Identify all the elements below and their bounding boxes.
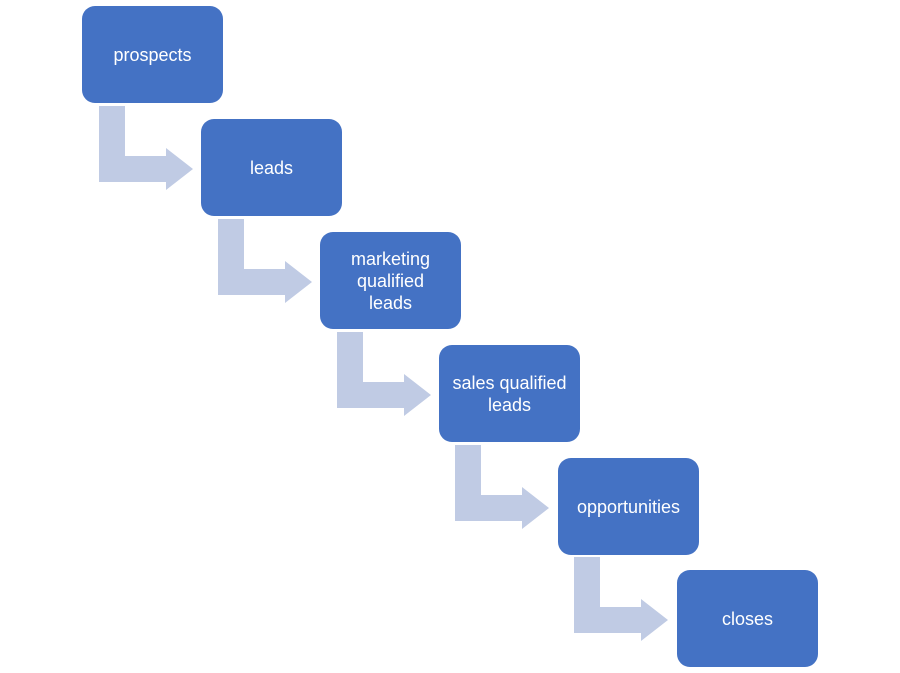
step-sales-qualified-leads: sales qualified leads [439, 345, 580, 442]
step-label: leads [249, 157, 294, 178]
step-marketing-qualified-leads: marketing qualified leads [320, 232, 461, 329]
step-label: prospects [113, 44, 192, 65]
step-label: sales qualified leads [452, 372, 567, 415]
bent-arrow-1 [99, 106, 193, 190]
step-label: marketing qualified leads [350, 248, 431, 313]
step-leads: leads [201, 119, 342, 216]
step-label: closes [721, 608, 774, 629]
bent-arrow-4 [455, 445, 549, 529]
step-opportunities: opportunities [558, 458, 699, 555]
bent-arrow-2 [218, 219, 312, 303]
step-closes: closes [677, 570, 818, 667]
step-label: opportunities [576, 496, 681, 517]
bent-arrow-5 [574, 557, 668, 641]
bent-arrow-3 [337, 332, 431, 416]
step-prospects: prospects [82, 6, 223, 103]
